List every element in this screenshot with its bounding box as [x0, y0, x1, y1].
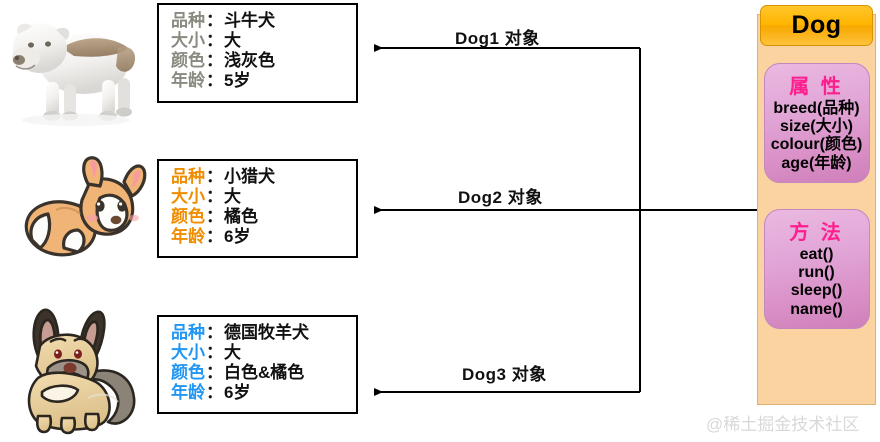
attribute-separator: ：	[206, 167, 223, 186]
attribute-value: 大	[224, 343, 241, 363]
class-attributes-section: 属 性 breed(品种) size(大小) colour(颜色) age(年龄…	[763, 63, 870, 183]
attribute-value: 6岁	[224, 383, 251, 403]
attribute-separator: ：	[206, 31, 223, 51]
attribute-key: 颜色	[171, 207, 205, 227]
corgi-illustration	[4, 148, 150, 274]
attribute-key: 年龄	[171, 227, 205, 247]
method-item: name()	[790, 300, 843, 318]
object-attribute-box-dog1: 品种 ： 斗牛犬 大小 ： 大 颜色 ： 浅灰色 年龄 ： 5岁	[157, 3, 358, 103]
attribute-key: 品种	[171, 323, 205, 342]
object-attribute-box-dog2: 品种 ： 小猎犬 大小 ： 大 颜色 ： 橘色 年龄 ： 6岁	[157, 159, 358, 258]
attribute-item: size(大小)	[780, 118, 853, 136]
attribute-key: 年龄	[171, 383, 205, 403]
attribute-value: 浅灰色	[224, 51, 275, 71]
arrow-label-dog2: Dog2 对象	[458, 188, 543, 207]
attribute-row: 大小 ： 大	[171, 31, 356, 51]
german-shepherd-illustration	[4, 296, 150, 436]
attribute-row: 年龄 ： 5岁	[171, 71, 356, 91]
attribute-key: 年龄	[171, 71, 205, 91]
attribute-value: 6岁	[224, 227, 251, 247]
attribute-value: 白色&橘色	[224, 363, 305, 383]
attribute-row: 颜色 ： 白色&橘色	[171, 363, 356, 383]
arrow-label-dog1: Dog1 对象	[455, 29, 540, 48]
attribute-key: 品种	[171, 167, 205, 186]
attribute-value: 小猎犬	[224, 167, 275, 186]
attribute-key: 颜色	[171, 51, 205, 71]
attribute-separator: ：	[206, 11, 223, 30]
attribute-item: age(年龄)	[781, 154, 852, 172]
attribute-item: colour(颜色)	[770, 136, 863, 154]
attribute-separator: ：	[206, 187, 223, 207]
class-methods-section: 方 法 eat() run() sleep() name()	[763, 208, 870, 329]
object-attribute-box-dog3: 品种 ： 德国牧羊犬 大小 ： 大 颜色 ： 白色&橘色 年龄 ： 6岁	[157, 315, 358, 414]
corgi-icon	[24, 156, 147, 257]
method-item: eat()	[799, 245, 834, 263]
attribute-value: 德国牧羊犬	[224, 323, 309, 342]
attribute-row: 品种 ： 斗牛犬	[171, 11, 356, 31]
attribute-row: 品种 ： 德国牧羊犬	[171, 323, 356, 343]
arrow-label-dog3: Dog3 对象	[462, 365, 547, 384]
attribute-key: 品种	[171, 11, 205, 30]
attribute-row: 品种 ： 小猎犬	[171, 167, 356, 187]
class-name-header: Dog	[760, 5, 873, 46]
attribute-key: 大小	[171, 187, 205, 207]
attribute-row: 大小 ： 大	[171, 343, 356, 363]
attribute-separator: ：	[206, 363, 223, 383]
german-shepherd-icon	[27, 308, 136, 435]
attribute-key: 颜色	[171, 363, 205, 383]
method-item: sleep()	[790, 282, 843, 300]
attribute-key: 大小	[171, 343, 205, 363]
attribute-separator: ：	[206, 51, 223, 71]
attribute-row: 年龄 ： 6岁	[171, 383, 356, 403]
attribute-value: 斗牛犬	[224, 11, 275, 30]
attribute-separator: ：	[206, 323, 223, 342]
bulldog-photo	[4, 4, 150, 128]
attribute-row: 颜色 ： 橘色	[171, 207, 356, 227]
attribute-separator: ：	[206, 343, 223, 363]
attribute-value: 5岁	[224, 71, 251, 91]
attribute-separator: ：	[206, 71, 223, 91]
attribute-value: 橘色	[224, 207, 258, 227]
dog-class-card: Dog 属 性 breed(品种) size(大小) colour(颜色) ag…	[757, 5, 876, 405]
attribute-separator: ：	[206, 227, 223, 247]
attribute-row: 大小 ： 大	[171, 187, 356, 207]
attribute-row: 颜色 ： 浅灰色	[171, 51, 356, 71]
attribute-item: breed(品种)	[773, 100, 860, 117]
attribute-row: 年龄 ： 6岁	[171, 227, 356, 247]
attribute-key: 大小	[171, 31, 205, 51]
attributes-section-title: 属 性	[789, 76, 844, 98]
attribute-value: 大	[224, 31, 241, 51]
attribute-separator: ：	[206, 383, 223, 403]
watermark: @稀土掘金技术社区	[706, 415, 860, 434]
methods-section-title: 方 法	[789, 221, 844, 244]
attribute-separator: ：	[206, 207, 223, 227]
bulldog-icon	[12, 23, 136, 126]
method-item: run()	[798, 264, 835, 282]
attribute-value: 大	[224, 187, 241, 207]
